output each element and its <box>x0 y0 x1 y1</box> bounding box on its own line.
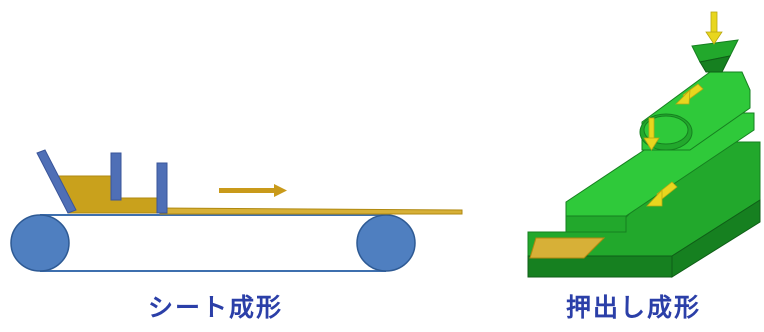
extrusion-forming-caption: 押出し成形 <box>566 293 702 322</box>
sheet-forming-caption: シート成形 <box>148 293 284 322</box>
die-body-front <box>565 215 627 233</box>
formed-sheet <box>157 207 463 215</box>
hopper-body <box>699 55 731 73</box>
right-roller <box>356 214 416 272</box>
extruded-sheet <box>529 237 606 259</box>
conveyor-belt <box>10 214 416 272</box>
doctor-blade-2 <box>156 162 168 214</box>
barrel-flow-arrow-icon <box>675 83 704 105</box>
outlet-flow-arrow-icon <box>643 117 660 151</box>
arrow-right-icon <box>219 184 287 197</box>
left-roller <box>10 214 70 272</box>
arrow-down-icon <box>705 11 723 45</box>
die-base-side <box>671 199 761 278</box>
extrusion-forming-illustration <box>527 11 761 278</box>
doctor-blade-1 <box>110 152 122 201</box>
barrel-end-face <box>643 115 689 145</box>
slanted-dam <box>36 149 77 214</box>
sheet-forming-illustration <box>10 149 463 272</box>
die-flow-arrow-icon <box>646 181 678 207</box>
die-base-front <box>527 255 673 278</box>
